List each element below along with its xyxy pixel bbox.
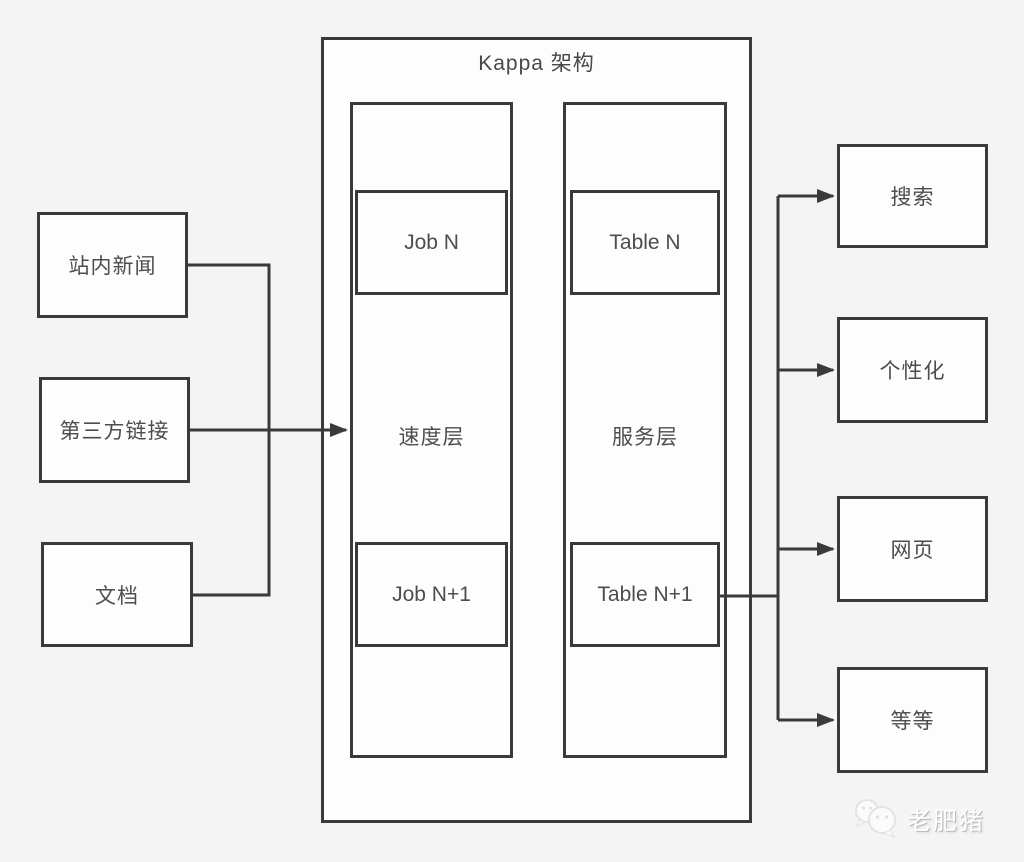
table-n1-label: Table N+1: [597, 582, 693, 606]
consumer-label: 等等: [890, 710, 935, 733]
chat-bubbles-pig-icon: [855, 799, 896, 838]
table-n-box: Table N: [570, 190, 720, 295]
table-n-label: Table N: [609, 230, 681, 254]
consumer-box-personalization: 个性化: [837, 317, 988, 423]
job-n1-label: Job N+1: [392, 582, 471, 606]
source-label: 第三方链接: [59, 420, 170, 443]
source-box-site-news: 站内新闻: [37, 212, 188, 318]
watermark-text: 老肥猪: [907, 807, 985, 835]
serving-layer-column: Table N 服务层 Table N+1: [563, 102, 727, 758]
consumer-label: 搜索: [890, 186, 935, 209]
speed-layer-column: Job N 速度层 Job N+1: [350, 102, 513, 758]
consumer-box-search: 搜索: [837, 144, 988, 248]
job-n-label: Job N: [404, 230, 459, 254]
source-box-third-party-links: 第三方链接: [39, 377, 190, 483]
source-label: 文档: [95, 584, 139, 608]
consumer-label: 个性化: [879, 360, 946, 383]
job-n-box: Job N: [355, 190, 508, 295]
source-bus-line: [188, 263, 271, 597]
source-label: 站内新闻: [68, 255, 157, 278]
table-n1-box: Table N+1: [570, 542, 720, 647]
consumer-label: 网页: [890, 539, 935, 562]
diagram-title: Kappa 架构: [478, 52, 595, 75]
job-n1-box: Job N+1: [355, 542, 508, 647]
watermark: 老肥猪: [852, 796, 985, 840]
source-box-documents: 文档: [41, 542, 193, 647]
speed-layer-label: 速度层: [398, 426, 465, 449]
consumer-box-webpage: 网页: [837, 496, 988, 602]
serving-layer-label: 服务层: [612, 426, 678, 449]
consumer-box-etc: 等等: [837, 667, 988, 773]
